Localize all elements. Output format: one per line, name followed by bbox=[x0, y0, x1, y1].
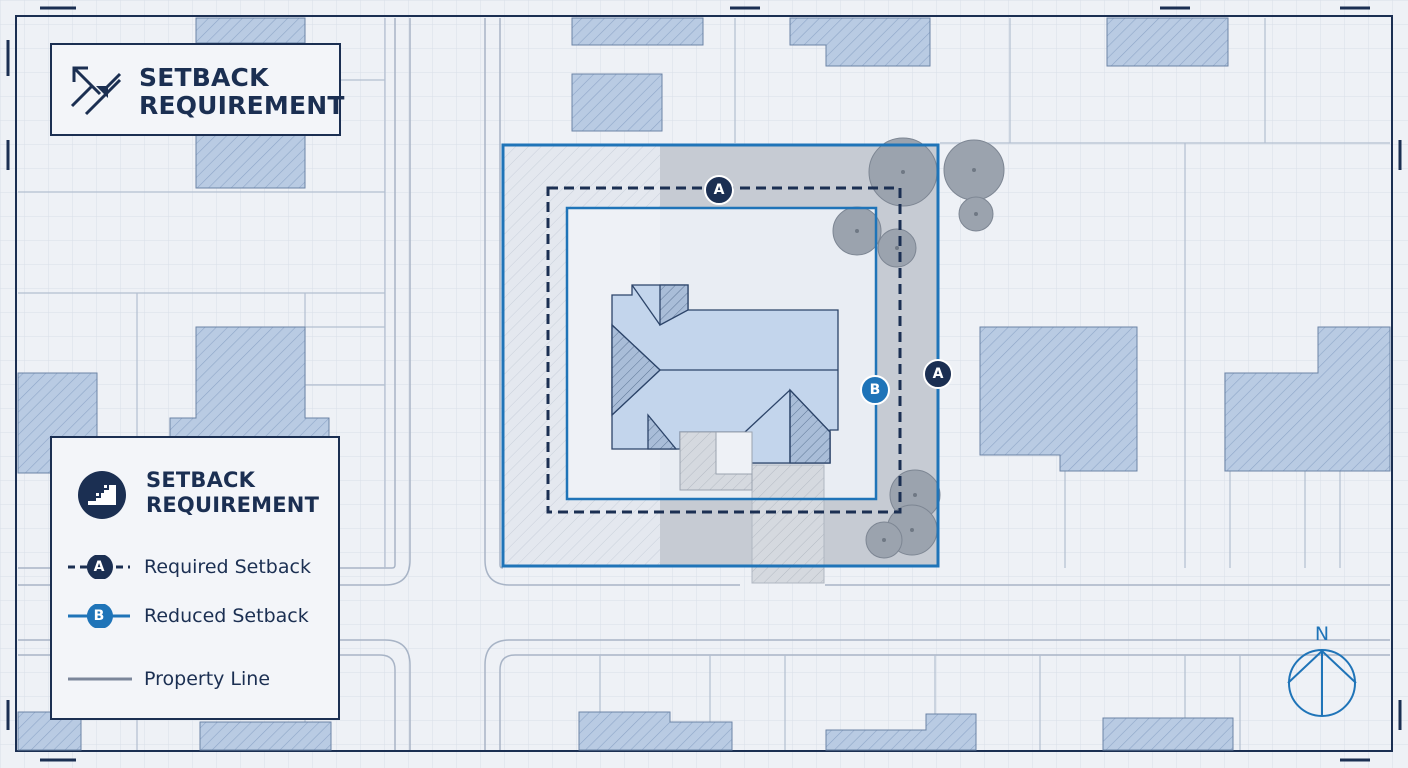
roads bbox=[18, 18, 1390, 750]
building bbox=[578, 711, 733, 751]
building bbox=[789, 17, 931, 67]
legend-item-property-line: Property Line bbox=[66, 662, 270, 696]
legend-label-reduced-setback: Reduced Setback bbox=[144, 605, 309, 627]
house bbox=[611, 284, 839, 491]
property-line bbox=[501, 143, 940, 568]
legend-title-line-2: REQUIREMENT bbox=[146, 493, 320, 517]
building bbox=[571, 17, 704, 46]
building bbox=[1106, 17, 1229, 67]
legend-item-required-setback: A Required Setback bbox=[66, 550, 311, 584]
porch-step bbox=[715, 431, 753, 475]
legend-panel: SETBACK REQUIREMENT A Required Setback B… bbox=[50, 436, 340, 720]
title-panel: SETBACK REQUIREMENT bbox=[50, 43, 344, 136]
legend-label-property-line: Property Line bbox=[144, 668, 271, 690]
label-required-setback-top: A bbox=[704, 175, 734, 205]
legend-item-reduced-setback: B Reduced Setback bbox=[66, 599, 309, 633]
legend-title-line-1: SETBACK bbox=[146, 468, 256, 492]
title-line-2: REQUIREMENT bbox=[139, 91, 345, 120]
neighbor-buildings bbox=[17, 17, 1391, 751]
building bbox=[1224, 326, 1391, 472]
frame-ticks bbox=[6, 6, 1402, 762]
building bbox=[571, 73, 663, 132]
setback-arrows-icon bbox=[70, 66, 122, 116]
building bbox=[1102, 717, 1234, 751]
north-arrow-icon bbox=[1287, 649, 1357, 717]
stairs-icon bbox=[78, 471, 126, 519]
legend-label-required-setback: Required Setback bbox=[144, 556, 311, 578]
building bbox=[979, 326, 1138, 472]
north-label: N bbox=[1315, 623, 1329, 645]
drawing-frame bbox=[15, 15, 1393, 752]
legend-badge-b: B bbox=[87, 604, 111, 628]
building bbox=[195, 134, 306, 189]
label-required-setback-right: A bbox=[923, 359, 953, 389]
title-line-1: SETBACK bbox=[139, 63, 269, 92]
label-reduced-setback: B bbox=[860, 375, 890, 405]
gray-line-swatch bbox=[68, 677, 132, 681]
legend-badge-a: A bbox=[87, 555, 111, 579]
building bbox=[195, 17, 306, 44]
driveway bbox=[751, 464, 825, 584]
tree-centers bbox=[855, 168, 978, 542]
building bbox=[825, 713, 977, 751]
reduced-setback-line bbox=[565, 206, 878, 501]
building bbox=[199, 721, 332, 751]
